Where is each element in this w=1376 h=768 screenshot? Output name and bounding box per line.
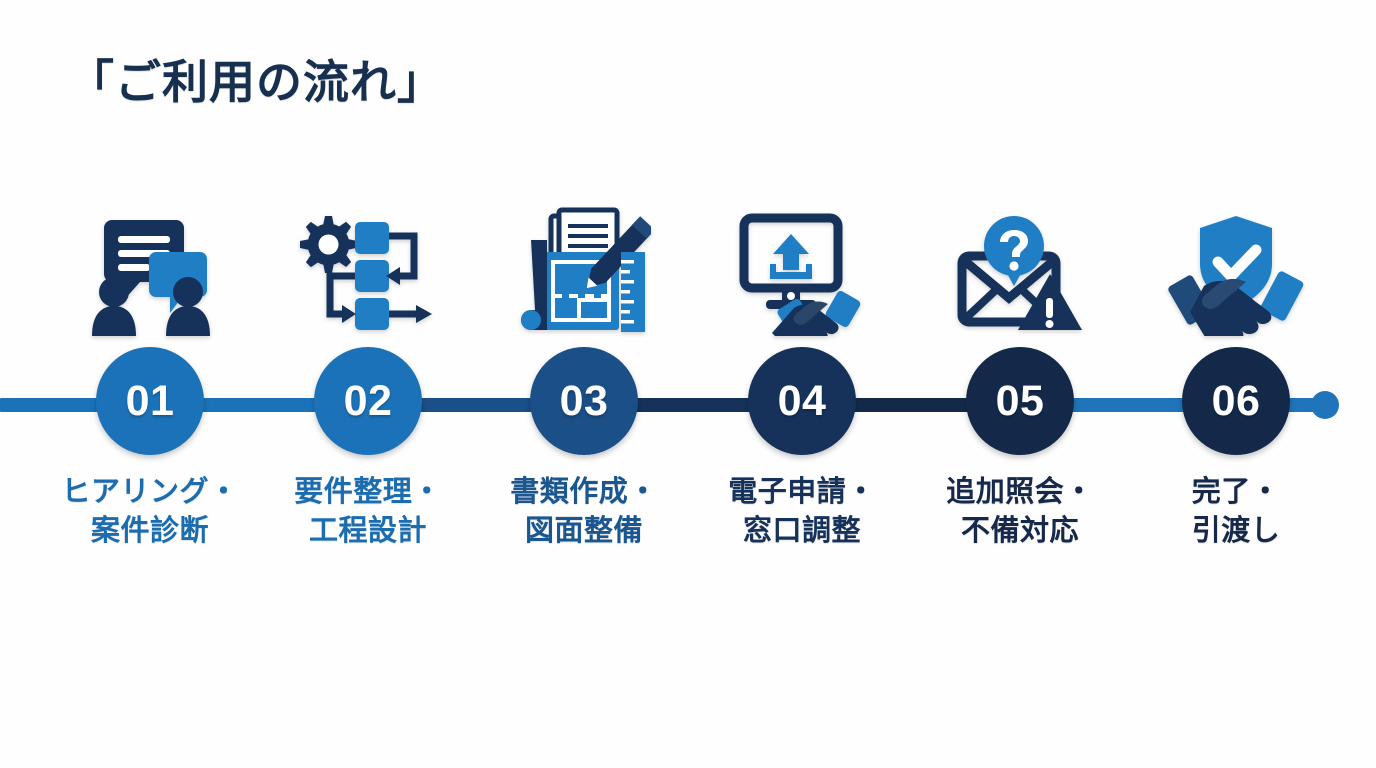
timeline-end-dot <box>1311 391 1339 419</box>
step-label-01-line2: 案件診断 <box>90 514 209 547</box>
step-label-04-line1: 電子申請・ <box>728 476 876 508</box>
monitor-upload-handshake-icon <box>694 190 910 340</box>
page-title: 「ご利用の流れ」 <box>68 56 444 108</box>
step-number-05: 05 <box>995 376 1045 425</box>
step-number-04: 04 <box>777 376 827 425</box>
step-06[interactable]: 06 完了・ 引渡し <box>1128 190 1344 550</box>
step-number-01: 01 <box>125 376 175 425</box>
step-label-03: 書類作成・ 図面整備 <box>476 473 692 550</box>
step-label-06-line2: 引渡し <box>1191 514 1281 547</box>
step-circle-03[interactable]: 03 <box>530 347 638 455</box>
gear-flowchart-icon <box>260 190 476 340</box>
step-label-03-line1: 書類作成・ <box>510 476 658 508</box>
blueprint-pencil-ruler-icon <box>476 190 692 340</box>
timeline-segment-01-02 <box>150 398 368 412</box>
step-label-04-line2: 窓口調整 <box>742 514 861 547</box>
step-circle-04[interactable]: 04 <box>748 347 856 455</box>
step-label-05: 追加照会・ 不備対応 <box>912 473 1128 550</box>
step-number-03: 03 <box>559 376 609 425</box>
step-circle-02[interactable]: 02 <box>314 347 422 455</box>
step-circle-06[interactable]: 06 <box>1182 347 1290 455</box>
step-05[interactable]: 05 追加照会・ 不備対応 <box>912 190 1128 550</box>
step-02[interactable]: 02 要件整理・ 工程設計 <box>260 190 476 550</box>
step-label-05-line2: 不備対応 <box>960 514 1079 547</box>
step-label-06: 完了・ 引渡し <box>1128 473 1344 550</box>
step-circle-01[interactable]: 01 <box>96 347 204 455</box>
step-label-04: 電子申請・ 窓口調整 <box>694 473 910 550</box>
step-number-02: 02 <box>343 376 393 425</box>
step-label-02-line2: 工程設計 <box>308 514 427 547</box>
step-01[interactable]: 01 ヒアリング・ 案件診断 <box>42 190 258 550</box>
consultation-speech-bubbles-icon <box>42 190 258 340</box>
shield-check-handshake-icon <box>1128 190 1344 340</box>
step-circle-05[interactable]: 05 <box>966 347 1074 455</box>
step-04[interactable]: 04 電子申請・ 窓口調整 <box>694 190 910 550</box>
step-label-03-line2: 図面整備 <box>524 514 643 547</box>
step-label-01-line1: ヒアリング・ <box>61 476 239 508</box>
envelope-question-warning-icon <box>912 190 1128 340</box>
step-label-02: 要件整理・ 工程設計 <box>260 473 476 550</box>
step-label-06-line1: 完了・ <box>1191 476 1281 508</box>
step-number-06: 06 <box>1211 376 1261 425</box>
step-label-01: ヒアリング・ 案件診断 <box>42 473 258 550</box>
step-label-02-line1: 要件整理・ <box>294 476 442 508</box>
step-label-05-line1: 追加照会・ <box>946 476 1094 508</box>
step-03[interactable]: 03 書類作成・ 図面整備 <box>476 190 692 550</box>
